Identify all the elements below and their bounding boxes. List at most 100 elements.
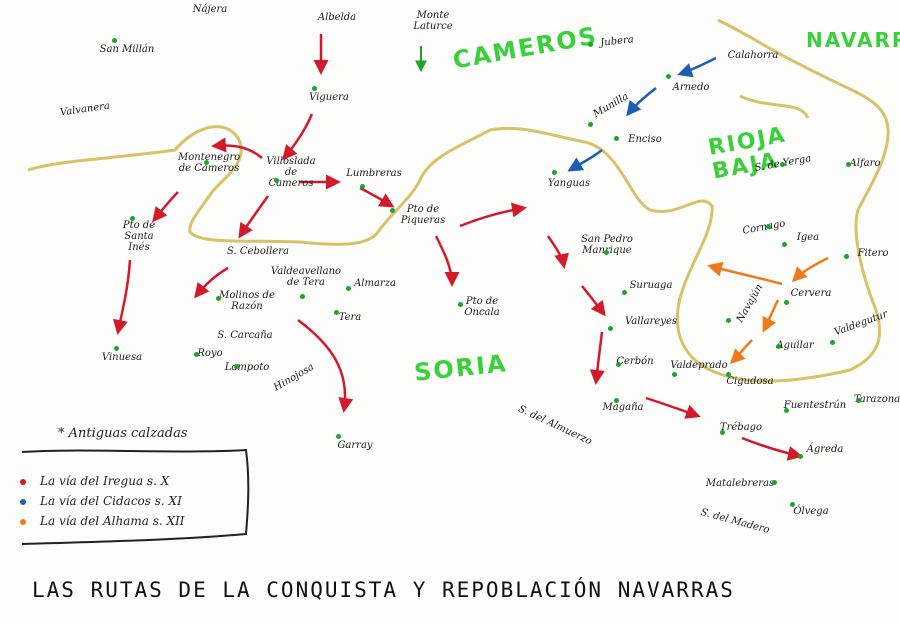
place-label: S. Carcaña	[217, 330, 273, 341]
map-title: LAS RUTAS DE LA CONQUISTA Y REPOBLACIÓN …	[32, 578, 735, 602]
place-dot	[114, 346, 119, 351]
route-iregua	[589, 331, 605, 385]
place-dot	[588, 122, 593, 127]
place-label: Trébago	[719, 422, 763, 433]
place-label: Vallareyes	[624, 316, 678, 327]
legend-title: * Antiguas calzadas	[58, 426, 188, 441]
place-label: Fuentestrún	[783, 400, 847, 411]
place-label: S. Cebollera	[227, 246, 289, 257]
legend-bullet	[20, 498, 26, 505]
place-label: Viguera	[309, 92, 349, 103]
route-iregua	[645, 396, 701, 419]
place-label: Garray	[337, 440, 373, 451]
place-dot	[604, 250, 609, 255]
route-iregua	[113, 259, 132, 335]
route-alhama	[762, 299, 780, 333]
route-iregua	[211, 137, 263, 159]
place-dot	[666, 74, 671, 79]
place-dot	[782, 242, 787, 247]
place-dot	[552, 170, 557, 175]
place-dot	[346, 286, 351, 291]
route-cidacos	[626, 87, 657, 117]
place-label: Molinos de Razón	[219, 290, 275, 312]
place-label: Cervera	[790, 288, 832, 299]
border-line	[27, 18, 890, 383]
route-cidacos	[567, 149, 603, 172]
place-label: Ágreda	[806, 444, 844, 455]
route-cidacos	[677, 56, 717, 78]
place-dot	[216, 296, 221, 301]
place-label: Nájera	[192, 4, 228, 15]
legend-bullet	[20, 518, 26, 525]
place-dot	[360, 184, 365, 189]
place-label: Tarazona	[853, 394, 900, 405]
place-dot	[726, 318, 731, 323]
place-dot	[790, 502, 795, 507]
place-dot	[766, 224, 771, 229]
border-line-rioja-baja	[739, 94, 810, 119]
place-label: Fitero	[857, 248, 889, 259]
place-dot	[616, 362, 621, 367]
place-label: Valdeprado	[670, 360, 728, 371]
route-iregua	[152, 191, 179, 223]
place-dot	[194, 352, 199, 357]
route-iregua	[359, 186, 395, 208]
place-dot	[846, 162, 851, 167]
place-label: Pto de Santa Inés	[122, 220, 156, 253]
legend-item-alhama: La vía del Alhama s. XII	[20, 514, 185, 528]
legend-label: La vía del Iregua s. X	[40, 474, 170, 488]
place-label: Calahorra	[727, 50, 779, 61]
place-dot	[588, 42, 593, 47]
place-label: Cerbón	[616, 356, 654, 367]
place-label: San Millán	[99, 44, 155, 55]
place-dot	[300, 294, 305, 299]
route-iregua	[282, 113, 314, 161]
place-dot	[776, 344, 781, 349]
place-label: Tera	[338, 312, 362, 323]
place-dot	[336, 434, 341, 439]
place-label: Albelda	[317, 12, 357, 23]
route-iregua	[459, 202, 527, 228]
place-label: Yanguas	[547, 178, 591, 189]
place-dot	[614, 136, 619, 141]
legend-item-cidacos: La vía del Cidacos s. XI	[20, 494, 182, 508]
place-dot	[784, 408, 789, 413]
place-dot	[672, 372, 677, 377]
legend-box	[21, 448, 250, 545]
place-label: Montenegro de Cameros	[178, 152, 241, 174]
legend-label: La vía del Alhama s. XII	[40, 514, 185, 528]
place-dot	[334, 310, 339, 315]
region-navarra: NAVARRA	[806, 28, 900, 52]
place-dot	[274, 178, 279, 183]
place-dot	[780, 162, 785, 167]
place-dot	[112, 38, 117, 43]
route-iregua	[741, 436, 803, 461]
place-label: Enciso	[628, 134, 662, 145]
place-label: Lumbreras	[346, 168, 402, 179]
legend-label: La vía del Cidacos s. XI	[40, 494, 182, 508]
place-label: Pto de Oncala	[464, 296, 500, 318]
place-dot	[856, 398, 861, 403]
route-iregua	[581, 285, 606, 317]
place-dot	[726, 372, 731, 377]
route-iregua	[546, 235, 569, 269]
place-dot	[844, 254, 849, 259]
route-alhama	[707, 261, 783, 286]
place-dot	[772, 480, 777, 485]
place-dot	[390, 208, 395, 213]
place-dot	[830, 340, 835, 345]
place-label: Pto de Piqueras	[400, 204, 446, 226]
legend-bullet	[20, 478, 26, 485]
place-label: Villoslada de Cameros	[266, 156, 316, 189]
place-label: Magaña	[602, 402, 644, 413]
place-dot	[608, 326, 613, 331]
place-dot	[622, 290, 627, 295]
place-label: Arnedo	[672, 82, 710, 93]
place-dot	[204, 160, 209, 165]
route-alhama	[791, 256, 829, 283]
route-iregua	[238, 195, 270, 239]
place-label: Igea	[796, 232, 820, 243]
route-iregua	[297, 319, 354, 413]
